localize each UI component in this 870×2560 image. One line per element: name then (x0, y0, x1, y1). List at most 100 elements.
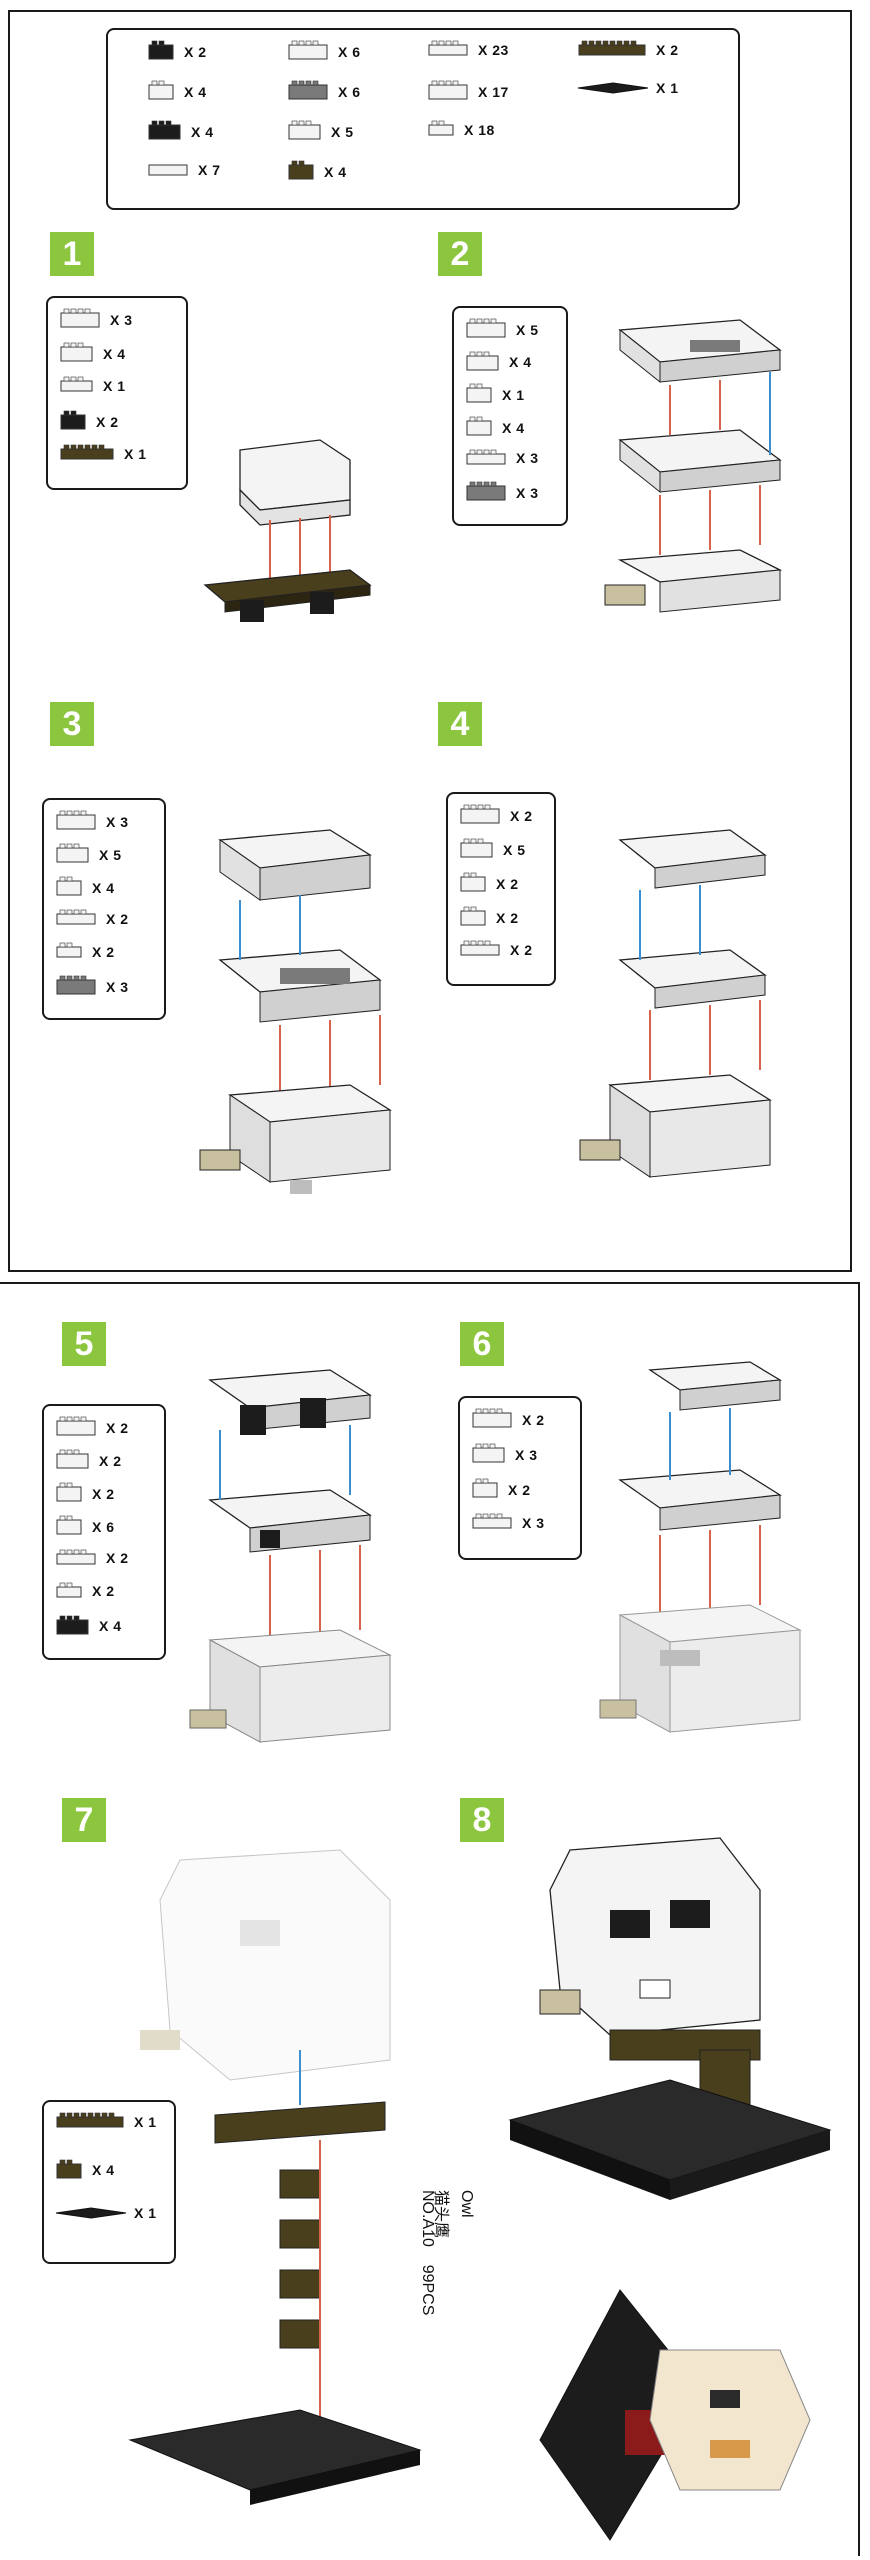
part-entry: X 2 (460, 804, 533, 827)
part-entry: X 2 (460, 872, 519, 895)
white-1x2-plate-icon (428, 120, 456, 139)
gray-1x4-brick-icon (288, 80, 330, 103)
part-quantity: X 2 (656, 41, 679, 58)
part-entry: X 3 (56, 975, 129, 998)
cream-owl (649, 2349, 811, 2491)
owl-assembly-faded (140, 1849, 391, 2081)
step-5-badge: 5 (62, 1322, 106, 1366)
part-entry: X 2 (56, 1549, 129, 1568)
part-quantity: X 1 (134, 2113, 157, 2130)
part-entry: X 1 (466, 383, 525, 406)
part-quantity: X 4 (92, 879, 115, 896)
part-entry: X 1 (60, 376, 126, 395)
part-quantity: X 6 (338, 83, 361, 100)
part-quantity: X 5 (516, 321, 539, 338)
part-entry: X 2 (148, 40, 207, 63)
part-quantity: X 2 (106, 1550, 129, 1567)
part-quantity: X 1 (103, 377, 126, 394)
part-entry: X 3 (466, 449, 539, 468)
white-1x4-brick-icon (288, 40, 330, 63)
step-3-parts: X 3 X 5 X 4 X 2 X 2 X 3 (42, 798, 166, 1020)
white-1x2-plate-icon (56, 942, 84, 961)
part-quantity: X 1 (134, 2205, 157, 2222)
part-quantity: X 23 (478, 41, 509, 58)
white-1x4-plate-icon (466, 449, 508, 468)
part-entry: X 1 (55, 2205, 157, 2222)
white-1x4-plate-icon (56, 909, 98, 928)
olive-base-plate (203, 569, 372, 622)
part-quantity: X 2 (99, 1452, 122, 1469)
white-1x2-slope-icon (460, 906, 488, 929)
part-quantity: X 2 (510, 941, 533, 958)
black-eye-layer (208, 1369, 372, 1435)
white-1x4-brick-icon (466, 318, 508, 341)
part-quantity: X 2 (496, 909, 519, 926)
model-number: NO.A10 (419, 2190, 436, 2247)
part-quantity: X 18 (464, 121, 495, 138)
part-entry: X 2 (60, 410, 119, 433)
white-1x3-brick-icon (472, 1443, 507, 1466)
part-quantity: X 2 (92, 943, 115, 960)
part-quantity: X 3 (515, 1446, 538, 1463)
part-quantity: X 4 (184, 83, 207, 100)
part-quantity: X 7 (198, 161, 221, 178)
middle-layer (618, 429, 782, 494)
white-1x3-brick-icon (56, 843, 91, 866)
part-quantity: X 2 (184, 43, 207, 60)
black-baseplate (128, 2409, 422, 2505)
olive-long-plate (214, 2101, 386, 2144)
white-1x2-brick-icon (460, 872, 488, 895)
part-entry: X 2 (578, 40, 679, 59)
white-1x2-brick-icon (148, 80, 176, 103)
part-quantity: X 3 (516, 484, 539, 501)
body-assembly (599, 1604, 802, 1733)
part-entry: X 4 (148, 80, 207, 103)
part-entry: X 4 (60, 342, 126, 365)
part-quantity: X 2 (510, 807, 533, 824)
step-1-illustration (203, 439, 372, 622)
part-entry: X 2 (56, 942, 115, 961)
finished-owl (539, 1837, 761, 2036)
step-7-parts: X 1 X 4 X 1 (42, 2100, 176, 2264)
part-entry: X 4 (466, 416, 525, 439)
part-entry: X 6 (288, 80, 361, 103)
white-1x3-brick-icon (460, 838, 495, 861)
black-1x3-brick-icon (56, 1615, 91, 1638)
step-3-badge: 3 (50, 702, 94, 746)
white-1x3-brick-icon (56, 1449, 91, 1472)
forehead-layer (618, 1469, 782, 1531)
part-quantity: X 3 (110, 311, 133, 328)
part-quantity: X 4 (502, 419, 525, 436)
step-7-badge: 7 (62, 1798, 106, 1842)
gray-1x4-brick-icon (56, 975, 98, 998)
white-1x4-plate-icon (472, 1513, 514, 1532)
part-entry: X 5 (288, 120, 354, 143)
part-quantity: X 4 (92, 2162, 115, 2179)
part-quantity: X 5 (503, 841, 526, 858)
part-quantity: X 2 (106, 910, 129, 927)
body-layer (199, 1084, 392, 1194)
white-1x4-plate-icon (56, 1549, 98, 1568)
part-quantity: X 2 (106, 1419, 129, 1436)
part-entry: X 1 (56, 2112, 157, 2131)
part-entry: X 5 (466, 318, 539, 341)
part-quantity: X 5 (99, 846, 122, 863)
olive-1x8-plate-icon (578, 40, 648, 59)
ring-layer (218, 829, 372, 901)
body-assembly (579, 1074, 772, 1178)
white-1x4-brick-icon (460, 804, 502, 827)
black-baseplate (508, 2079, 832, 2200)
part-entry: X 17 (428, 80, 509, 103)
part-entry: X 3 (56, 810, 129, 833)
part-quantity: X 4 (509, 354, 532, 371)
part-quantity: X 6 (92, 1518, 115, 1535)
white-1x2-plate-icon (56, 1582, 84, 1601)
part-entry: X 2 (56, 1449, 122, 1472)
step-8-illustration (508, 1837, 832, 2200)
part-entry: X 4 (56, 2159, 115, 2182)
top-plate (648, 1361, 783, 1411)
